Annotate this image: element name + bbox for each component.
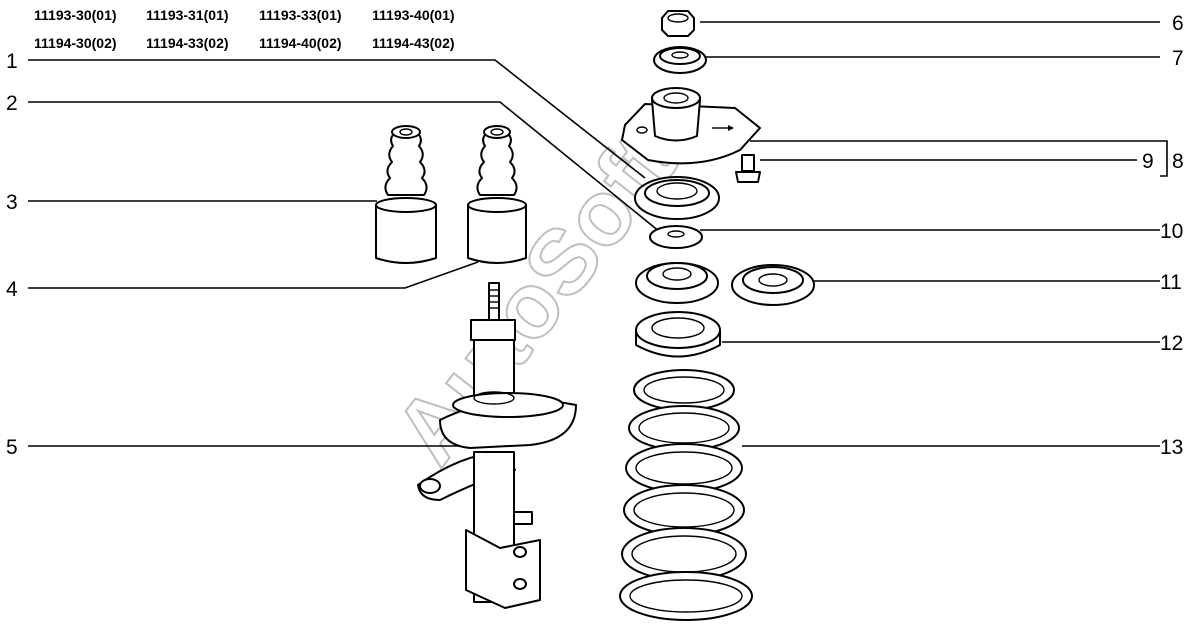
callout-4: 4 xyxy=(6,278,18,301)
spring-insulator-12 xyxy=(635,311,721,358)
washer-7 xyxy=(653,46,707,74)
code-row1-1: 11193-30(01) xyxy=(34,7,117,23)
callout-2: 2 xyxy=(6,92,18,115)
bump-stop-boot-4 xyxy=(467,125,527,264)
callout-1: 1 xyxy=(6,50,18,73)
strut-assembly xyxy=(417,282,577,609)
callout-13: 13 xyxy=(1160,436,1183,459)
bearing-ring-1 xyxy=(634,176,720,220)
leader-1 xyxy=(28,59,646,179)
callout-12: 12 xyxy=(1160,332,1183,355)
callout-8: 8 xyxy=(1172,150,1184,173)
callout-10: 10 xyxy=(1160,220,1183,243)
callout-9: 9 xyxy=(1142,150,1154,173)
code-row2-3: 11194-40(02) xyxy=(259,35,342,51)
leader-2 xyxy=(28,101,661,233)
code-row1-4: 11193-40(01) xyxy=(372,7,455,23)
nut-6 xyxy=(661,10,695,37)
code-row1-3: 11193-33(01) xyxy=(259,7,342,23)
callout-11: 11 xyxy=(1160,271,1182,294)
bracket-8 xyxy=(1160,140,1168,177)
top-mount-8 xyxy=(621,87,761,165)
code-row2-2: 11194-33(02) xyxy=(146,35,229,51)
leader-lines xyxy=(28,21,1168,447)
washer-10 xyxy=(649,225,703,249)
spring-seat-11 xyxy=(635,262,815,306)
part-codes: 11193-30(01) 11193-31(01) 11193-33(01) 1… xyxy=(34,7,455,51)
callout-6: 6 xyxy=(1172,12,1184,35)
bolt-9 xyxy=(735,154,761,183)
code-row1-2: 11193-31(01) xyxy=(146,7,229,23)
callout-3: 3 xyxy=(6,191,18,214)
coil-spring-13 xyxy=(619,369,753,621)
callout-numbers: 1 2 3 4 5 6 7 8 9 10 11 12 13 xyxy=(6,12,1184,459)
bump-stop-boot-3 xyxy=(375,125,437,264)
code-row2-4: 11194-43(02) xyxy=(372,35,455,51)
callout-5: 5 xyxy=(6,436,18,459)
code-row2-1: 11194-30(02) xyxy=(34,35,117,51)
leader-4 xyxy=(28,261,479,289)
callout-7: 7 xyxy=(1172,47,1184,70)
